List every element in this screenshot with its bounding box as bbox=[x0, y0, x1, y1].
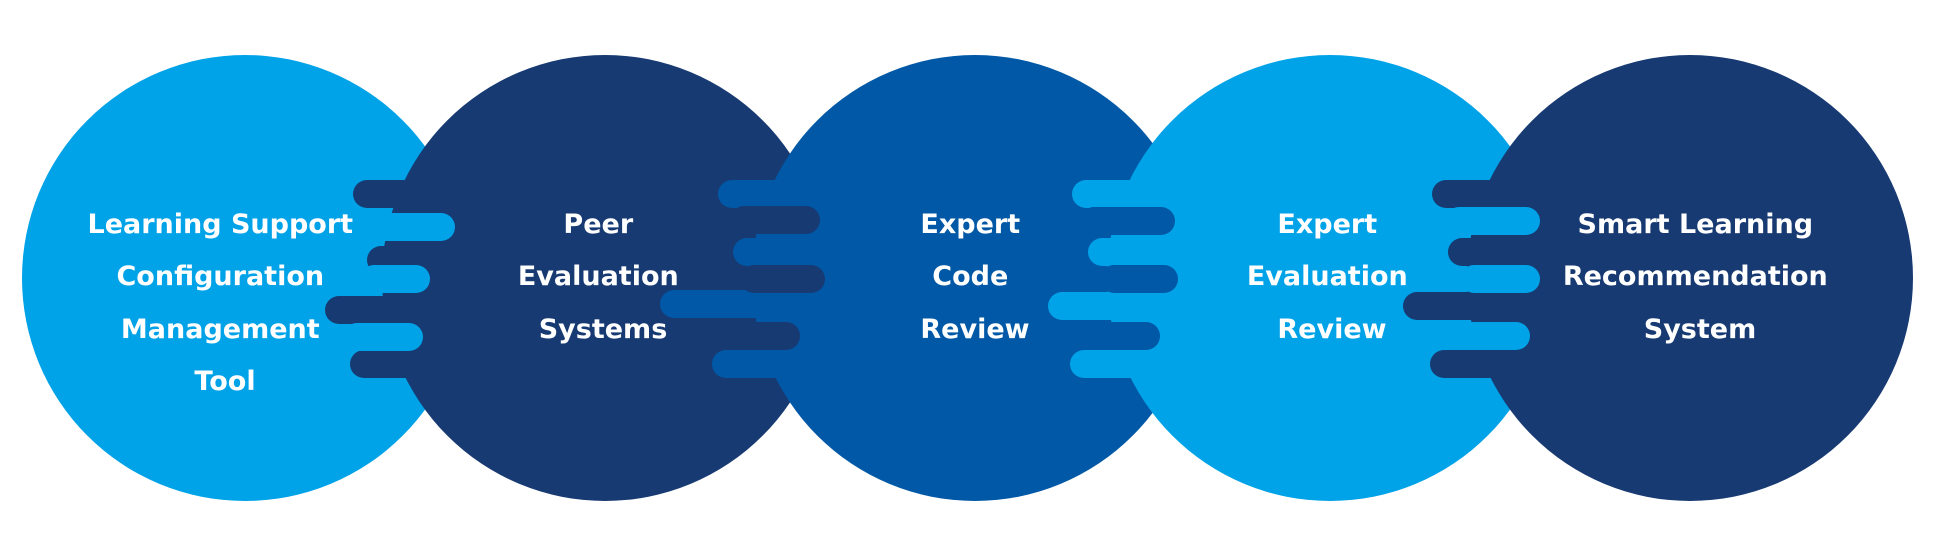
step-2-line-3: Systems bbox=[539, 314, 668, 345]
step-1-line-3: Management bbox=[121, 314, 320, 345]
step-1-line-4: Tool bbox=[194, 366, 255, 397]
connector-2-3 bbox=[660, 180, 848, 378]
step-1-circle bbox=[22, 55, 468, 501]
step-2-line-2: Evaluation bbox=[518, 261, 679, 292]
step-1-label: Learning Support Configuration Managemen… bbox=[88, 209, 363, 397]
step-3-line-2: Code bbox=[932, 261, 1008, 292]
step-4-line-2: Evaluation bbox=[1247, 261, 1408, 292]
connector-2-3-back bbox=[720, 206, 825, 350]
connector-4-5 bbox=[1403, 180, 1563, 378]
step-2-line-1: Peer bbox=[563, 209, 633, 240]
step-5-line-3: System bbox=[1644, 314, 1756, 345]
step-1-line-1: Learning Support bbox=[88, 209, 354, 240]
step-3-line-3: Review bbox=[920, 314, 1029, 345]
step-5-label: Smart Learning Recommendation System bbox=[1563, 209, 1837, 345]
step-5-circle bbox=[1467, 55, 1913, 501]
step-3-label: Expert Code Review bbox=[920, 209, 1029, 345]
step-4-label: Expert Evaluation Review bbox=[1247, 209, 1417, 345]
step-4-line-3: Review bbox=[1277, 314, 1386, 345]
connector-1-2-back bbox=[340, 213, 455, 351]
connector-3-4 bbox=[1048, 180, 1202, 378]
step-3-circle bbox=[752, 55, 1198, 501]
step-3-line-1: Expert bbox=[920, 209, 1020, 240]
connector-4-5-back bbox=[1445, 207, 1540, 350]
step-5-line-2: Recommendation bbox=[1563, 261, 1828, 292]
connector-3-4-back bbox=[1080, 207, 1178, 350]
step-5-line-1: Smart Learning bbox=[1578, 209, 1814, 240]
step-2-circle bbox=[382, 55, 828, 501]
step-4-circle bbox=[1107, 55, 1553, 501]
step-1-line-2: Configuration bbox=[116, 261, 324, 292]
step-4-line-1: Expert bbox=[1277, 209, 1377, 240]
step-2-label: Peer Evaluation Systems bbox=[518, 209, 688, 345]
